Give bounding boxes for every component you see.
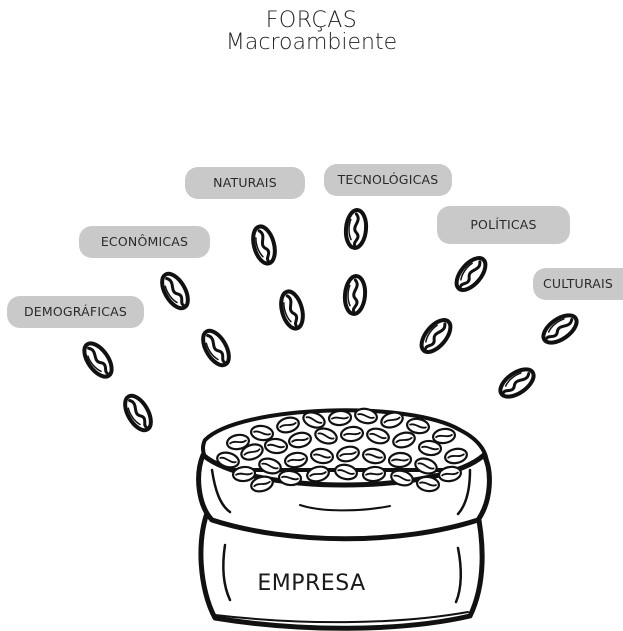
force-label-tecnologicas: TECNOLÓGICAS [324, 164, 452, 196]
bean-demograficas-1 [76, 336, 120, 384]
bean-tecnologicas-2 [341, 273, 369, 317]
force-label-politicas: POLÍTICAS [437, 206, 570, 244]
force-label-naturais: NATURAIS [185, 167, 305, 199]
bean-tecnologicas-1 [342, 207, 370, 251]
bean-demograficas-2 [117, 389, 159, 437]
coffee-sack-icon [196, 405, 492, 631]
force-label-demograficas: DEMOGRÁFICAS [7, 296, 144, 328]
bean-politicas-2 [414, 313, 458, 359]
bean-economicas-2 [195, 324, 237, 372]
bean-naturais-2 [275, 287, 309, 333]
diagram-title: FORÇAS [265, 8, 358, 33]
bean-naturais-1 [247, 222, 281, 268]
bean-economicas-1 [154, 267, 196, 315]
force-label-culturais: CULTURAIS [533, 268, 623, 300]
bean-culturais-2 [493, 361, 541, 405]
bean-politicas-1 [449, 251, 493, 297]
force-label-economicas: ECONÔMICAS [79, 226, 210, 258]
bean-culturais-1 [536, 307, 584, 351]
company-label: EMPRESA [257, 571, 366, 596]
diagram-subtitle: Macroambiente [225, 30, 398, 55]
